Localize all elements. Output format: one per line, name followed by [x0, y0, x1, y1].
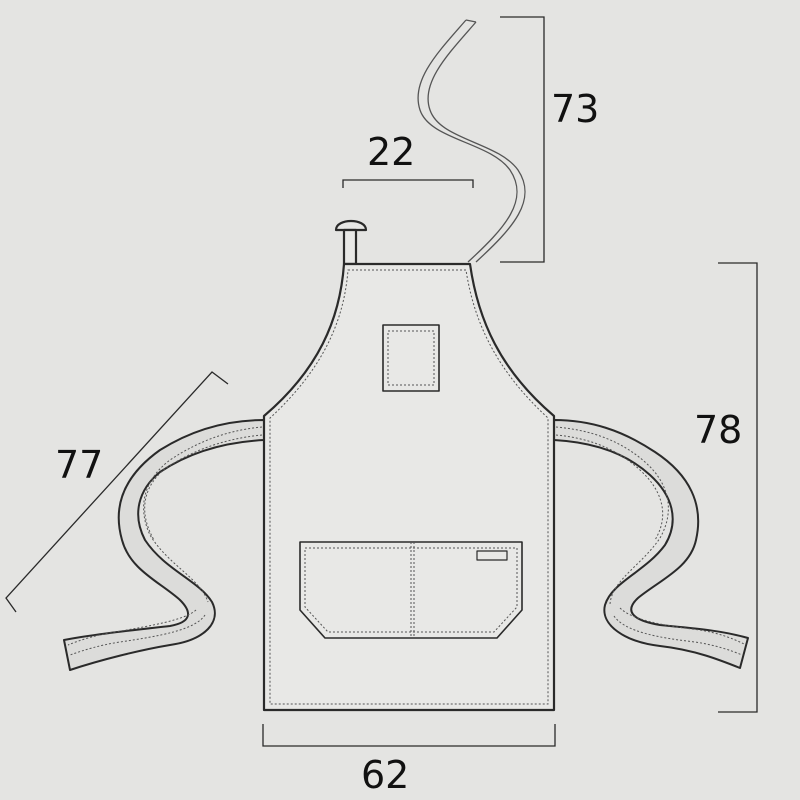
- strap-button: [334, 219, 368, 266]
- dimension-neck-width: 22: [342, 130, 474, 188]
- dimension-label-73: 73: [551, 87, 599, 131]
- neck-strap: [417, 19, 526, 263]
- dimension-label-62: 62: [361, 753, 409, 797]
- dimension-label-77: 77: [55, 443, 103, 487]
- dimension-waist-tie: 77: [5, 371, 229, 613]
- dimension-label-22: 22: [367, 130, 415, 174]
- right-waist-tie: [553, 419, 749, 669]
- dimension-apron-width: 62: [262, 724, 556, 797]
- left-waist-tie: [63, 419, 265, 671]
- dimension-label-78: 78: [694, 408, 742, 452]
- dimension-apron-height: 78: [694, 262, 758, 713]
- front-pocket: [299, 541, 523, 639]
- dimension-neck-strap: 73: [500, 16, 599, 263]
- chest-pocket: [382, 324, 440, 392]
